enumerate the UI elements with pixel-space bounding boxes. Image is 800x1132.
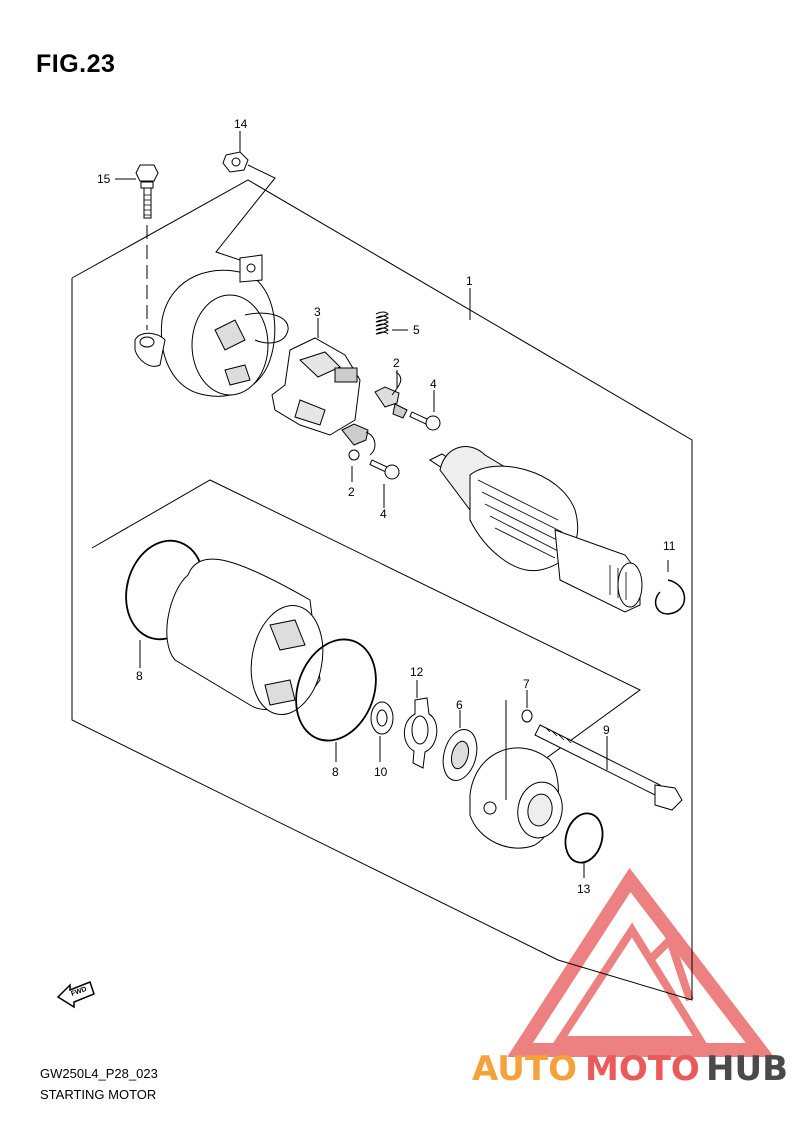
assembly-outline-1 [71,179,693,1001]
lock-washer-12 [403,680,438,769]
bolt-15 [135,164,159,330]
o-ring-13 [564,812,604,878]
callout-9: 9 [603,723,610,737]
leader-lines [115,131,471,508]
callout-1: 1 [466,274,473,288]
callout-11: 11 [663,539,676,553]
brush-2-upper [374,371,408,419]
assembly-outline-8 [91,479,641,771]
figure-name: STARTING MOTOR [40,1087,157,1102]
nut-14 [215,151,276,263]
svg-text:MOTO: MOTO [585,1049,700,1089]
bolt-9 [534,724,683,811]
watermark-text: AUTO MOTO HUB [472,1049,788,1089]
callout-12: 12 [410,665,424,679]
callout-8-left: 8 [136,669,143,683]
callout-8-right: 8 [332,765,339,779]
callout-2-lower: 2 [348,485,355,499]
callout-7: 7 [523,677,530,691]
callout-5: 5 [413,323,420,337]
washer-10 [370,701,394,762]
callout-4-upper: 4 [430,377,437,391]
screw-4-upper [409,411,441,431]
brush-holder-3 [271,337,361,436]
callout-6: 6 [456,698,463,712]
brush-2-lower [341,423,376,461]
figure-code: GW250L4_P28_023 [40,1066,158,1081]
callout-13: 13 [577,882,591,896]
callout-14: 14 [234,117,248,131]
armature [429,446,643,613]
figure-title: FIG.23 [36,50,116,78]
callout-4-lower: 4 [380,507,387,521]
svg-text:HUB: HUB [706,1049,788,1089]
fwd-arrow-icon: FWD [56,981,95,1009]
o-ring-8-right [295,638,377,762]
o-ring-7 [521,690,533,723]
callout-15: 15 [97,172,111,186]
yoke [166,558,324,716]
front-housing [469,700,563,849]
callout-3: 3 [314,305,321,319]
callout-10: 10 [374,765,388,779]
callout-labels: 14 15 1 3 5 2 4 2 4 11 8 12 7 6 9 8 10 1… [97,117,676,896]
svg-text:AUTO: AUTO [472,1049,577,1089]
screw-4-lower [369,459,400,480]
oil-seal-6 [442,710,478,781]
rear-housing [134,254,289,397]
circlip-11 [654,560,686,615]
watermark-logo [507,867,775,1057]
spring-5 [375,311,408,335]
callout-2-upper: 2 [393,356,400,370]
